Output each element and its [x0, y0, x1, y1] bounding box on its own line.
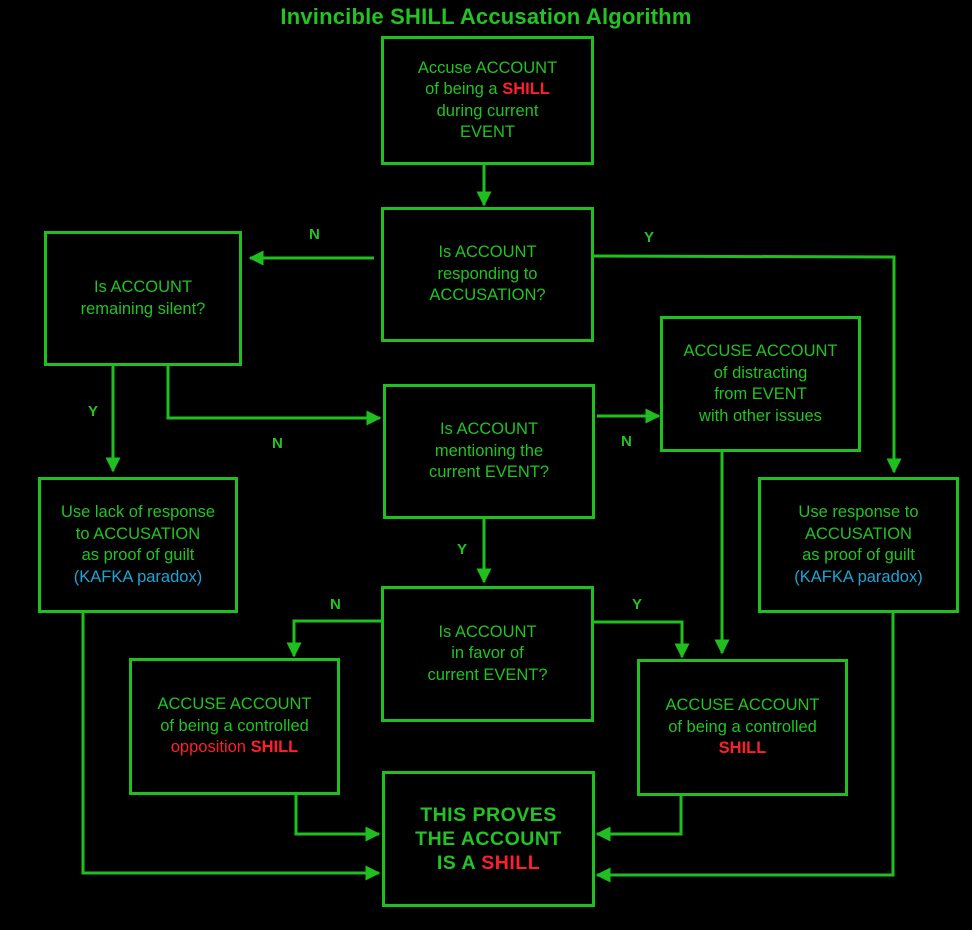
node-text-line: IS A SHILL: [415, 851, 562, 875]
arrow-in-favor-no-to-controlled-opposition: [286, 619, 383, 658]
node-text-line: opposition SHILL: [157, 737, 311, 759]
node-accuse-start: Accuse ACCOUNT of being a SHILL during c…: [381, 36, 594, 165]
shill-highlight: SHILL: [250, 738, 299, 757]
arrow-controlled-opposition-to-proves: [294, 793, 381, 842]
node-text-line: ACCUSATION?: [429, 286, 546, 305]
node-use-response: Use response to ACCUSATION as proof of g…: [758, 477, 959, 613]
diagram-title: Invincible SHILL Accusation Algorithm: [280, 4, 692, 29]
node-text-part: of being a: [425, 80, 503, 98]
node-text-line: as proof of guilt: [81, 546, 195, 564]
arrow-use-response-to-proves: [595, 611, 895, 883]
node-text-line: EVENT: [459, 123, 515, 141]
kafka-paradox-note: (KAFKA paradox): [73, 567, 203, 586]
node-proves-shill: THIS PROVES THE ACCOUNT IS A SHILL: [382, 771, 595, 907]
node-text-line: to ACCUSATION: [75, 524, 201, 543]
node-text-line: during current: [436, 101, 539, 120]
edge-label-no: N: [272, 435, 283, 452]
node-text-line: with other issues: [699, 406, 822, 425]
node-text-line: current EVENT?: [428, 463, 550, 482]
edge-label-yes: Y: [457, 541, 468, 558]
shill-highlight: SHILL: [481, 852, 541, 874]
node-lack-response: Use lack of response to ACCUSATION as pr…: [38, 477, 238, 613]
arrow-responding-yes-to-use-response: [592, 254, 902, 474]
node-text-line: ACCUSE ACCOUNT: [683, 342, 838, 360]
arrow-lack-response-to-proves: [81, 611, 381, 881]
node-text-line: Is ACCOUNT: [438, 622, 537, 641]
node-text-line: Use lack of response: [60, 503, 216, 521]
node-text-line: THE ACCOUNT: [415, 828, 562, 850]
node-text-line: mentioning the: [434, 441, 544, 460]
node-text-line: from EVENT: [714, 385, 807, 403]
node-text-line: in favor of: [451, 644, 524, 663]
edge-label-no: N: [309, 226, 320, 243]
node-distracting: ACCUSE ACCOUNT of distracting from EVENT…: [660, 316, 861, 452]
edge-label-yes: Y: [644, 229, 655, 246]
edge-label-yes: Y: [632, 596, 643, 613]
node-text-line: as proof of guilt: [802, 546, 915, 564]
node-text-line: of being a controlled: [160, 716, 309, 735]
node-in-favor: Is ACCOUNT in favor of current EVENT?: [381, 586, 594, 722]
node-text-line: ACCUSATION: [805, 524, 912, 543]
shill-highlight: SHILL: [502, 80, 550, 98]
node-text-line: responding to: [437, 264, 538, 283]
node-responding: Is ACCOUNT responding to ACCUSATION?: [381, 207, 594, 342]
node-controlled-shill: ACCUSE ACCOUNT of being a controlled SHI…: [637, 659, 848, 796]
node-text-part: IS A: [436, 852, 482, 874]
node-text-line: of being a controlled: [668, 717, 817, 736]
node-text-line: current EVENT?: [427, 665, 548, 684]
opposition-highlight: opposition: [170, 738, 251, 757]
node-silent: Is ACCOUNT remaining silent?: [44, 231, 242, 366]
node-text-line: Is ACCOUNT: [438, 243, 537, 262]
node-text-line: Accuse ACCOUNT: [417, 58, 558, 77]
shill-highlight: SHILL: [718, 739, 767, 758]
edge-label-no: N: [330, 596, 341, 613]
node-text-line: Is ACCOUNT: [93, 278, 193, 296]
node-text-line: Is ACCOUNT: [439, 420, 539, 439]
node-mentioning: Is ACCOUNT mentioning the current EVENT?: [383, 384, 595, 519]
arrow-controlled-shill-to-proves: [595, 794, 683, 842]
node-text-line: remaining silent?: [80, 299, 206, 318]
node-text-line: of being a SHILL: [418, 79, 557, 101]
edge-label-no: N: [621, 433, 632, 450]
node-text-line: THIS PROVES: [420, 804, 557, 826]
node-text-line: ACCUSE ACCOUNT: [665, 696, 820, 715]
edge-label-yes: Y: [88, 403, 99, 420]
node-controlled-opposition: ACCUSE ACCOUNT of being a controlled opp…: [129, 658, 340, 795]
arrow-silent-no-to-mentioning: [166, 365, 382, 426]
node-text-line: ACCUSE ACCOUNT: [157, 695, 312, 714]
kafka-paradox-note: (KAFKA paradox): [794, 567, 923, 586]
node-text-line: of distracting: [713, 363, 808, 382]
arrow-in-favor-yes-to-controlled-shill: [593, 620, 690, 659]
node-text-line: Use response to: [798, 503, 919, 521]
